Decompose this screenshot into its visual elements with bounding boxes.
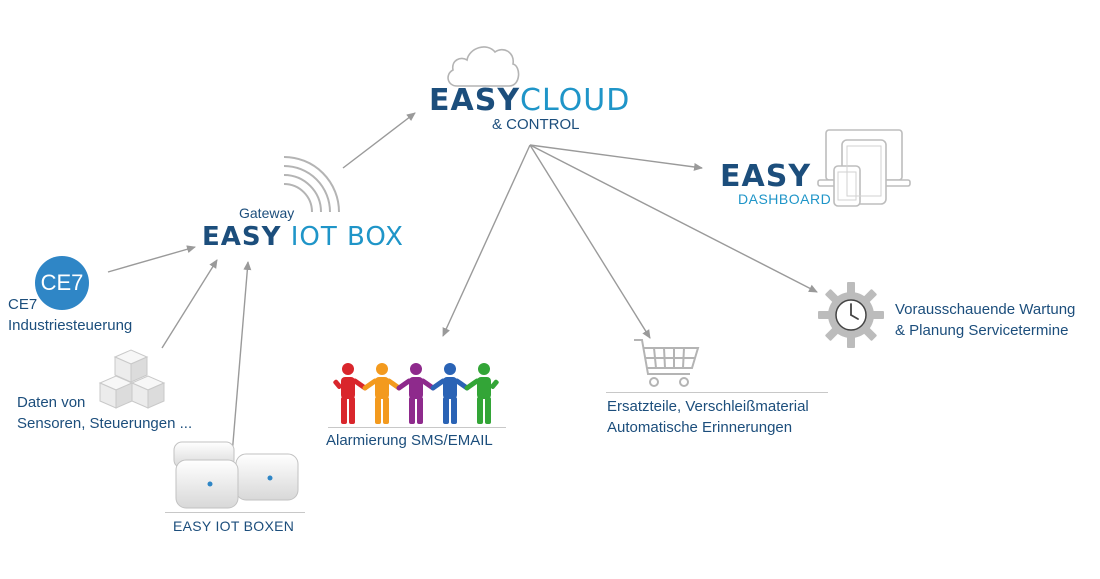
- cloud-brand-light: CLOUD: [520, 83, 631, 118]
- gear-clock-icon: [818, 282, 884, 348]
- ce7-badge: CE7: [35, 256, 89, 310]
- iotbox-brand-light: IOT BOX: [290, 222, 404, 252]
- devices-icon: [817, 129, 911, 207]
- shopping-cart-icon: [634, 339, 700, 387]
- arrow-sensors-to-iotbox: [161, 259, 218, 349]
- maintenance-label-line1: Vorausschauende Wartung: [895, 301, 1076, 318]
- ce7-label-line1: CE7: [8, 296, 38, 313]
- cubes-icon: [98, 349, 166, 409]
- cloud-icon: [447, 46, 520, 87]
- arrow-iotbox-to-cloud: [342, 112, 416, 169]
- wifi-signal-icon: [283, 156, 340, 213]
- maintenance-label-line2: & Planung Servicetermine: [895, 322, 1069, 339]
- iotbox-brand-strong: EASY: [202, 222, 282, 252]
- ce7-label-line2: Industriesteuerung: [8, 317, 133, 334]
- cloud-brand-strong: EASY: [429, 83, 521, 118]
- iotbox-brand: EASY IOT BOX: [202, 222, 404, 252]
- alarm-label: Alarmierung SMS/EMAIL: [326, 432, 493, 449]
- dashboard-subtitle: DASHBOARD: [738, 191, 832, 207]
- iot-boxes-icon: [173, 441, 299, 509]
- arrow-cloud-to-dashboard: [529, 144, 703, 171]
- people-chain-icon: [333, 363, 499, 424]
- boxes-underline: [165, 512, 305, 513]
- parts-underline: [606, 392, 828, 393]
- alarm-underline: [328, 427, 506, 428]
- boxes-label: EASY IOT BOXEN: [173, 518, 295, 534]
- cloud-brand: EASYCLOUD: [429, 84, 630, 118]
- gateway-caption: Gateway: [239, 205, 295, 221]
- parts-label-line2: Automatische Erinnerungen: [607, 419, 793, 436]
- arrow-cloud-to-maintenance: [529, 144, 818, 293]
- arrow-ce7-to-iotbox: [107, 245, 196, 273]
- arrow-cloud-to-alarm: [442, 144, 531, 337]
- arrow-boxes-to-iotbox: [231, 261, 252, 456]
- dashboard-brand: EASY: [720, 159, 812, 194]
- cloud-subtitle: & CONTROL: [492, 116, 580, 133]
- sensors-label-line2: Sensoren, Steuerungen ...: [17, 415, 193, 432]
- parts-label-line1: Ersatzteile, Verschleißmaterial: [607, 398, 809, 415]
- sensors-label-line1: Daten von: [17, 394, 86, 411]
- arrow-cloud-to-parts: [529, 144, 651, 339]
